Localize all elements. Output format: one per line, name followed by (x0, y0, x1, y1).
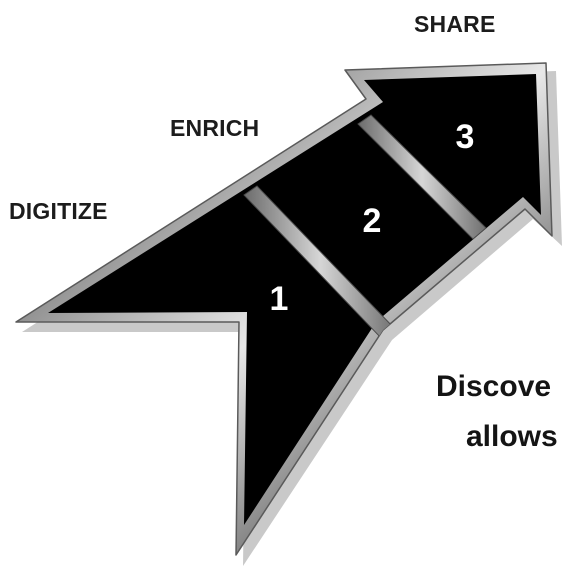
side-text-line-1: Discove (436, 370, 552, 403)
step-2-number: 2 (363, 202, 382, 240)
stage-label-enrich: ENRICH (170, 115, 260, 141)
step-1-number: 1 (270, 280, 289, 318)
stage-label-share: SHARE (414, 11, 496, 37)
side-text-line-2: allows (466, 420, 558, 453)
divider-2-3 (357, 114, 487, 240)
arrow-body (48, 74, 541, 525)
step-3-number: 3 (456, 118, 475, 156)
stage-label-digitize: DIGITIZE (9, 198, 108, 224)
